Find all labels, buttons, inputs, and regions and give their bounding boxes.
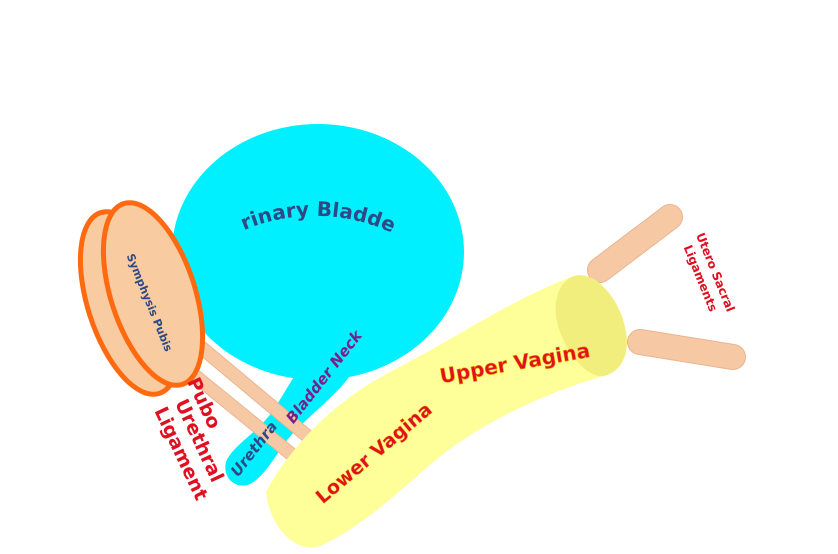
- symphysis-pubis: [77, 200, 206, 397]
- utero-sacral-ligaments: [587, 204, 746, 370]
- utero-sacral-ligaments-label: Utero Sacral Ligaments: [681, 231, 738, 314]
- pubo-urethral-ligaments: [171, 341, 319, 465]
- vagina: [266, 275, 627, 548]
